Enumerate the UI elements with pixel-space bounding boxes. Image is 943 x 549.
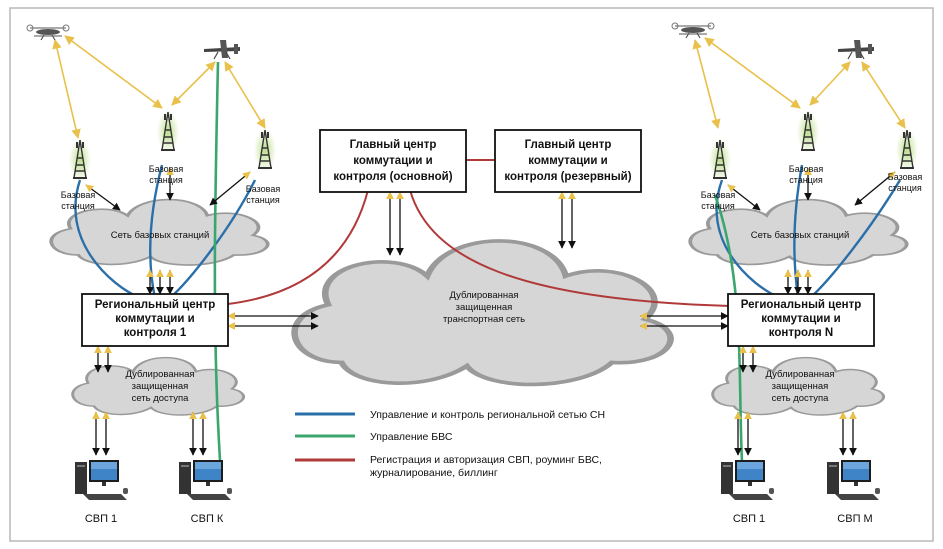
base-station-label-right-2b: станция [789,175,823,185]
tower-icon-left-2 [156,109,180,155]
data-arrows [85,167,896,456]
main-center-primary-line2: коммутации и [353,155,432,167]
regional-right-line3: контроля N [769,327,834,339]
base-station-label-right-1b: станция [701,201,735,211]
drone-radio-links-left [52,35,266,139]
base-network-label-right: Сеть базовых станций [751,230,850,241]
tower-icon-right-3 [895,127,919,173]
base-station-label-left-1: Базовая [61,190,96,200]
access-label-left-2: защищенная [132,381,189,392]
main-center-backup-line2: коммутации и [528,155,607,167]
main-center-backup-line3: контроля (резервный) [504,171,631,183]
legend: Управление и контроль региональной сетью… [295,409,605,479]
regional-left-line1: Региональный центр [95,299,215,311]
tower-icon-right-2 [796,109,820,155]
tower-icon-left-1 [68,137,92,183]
transport-label-2: защищенная [456,302,513,313]
transport-label-3: транспортная сеть [443,314,525,325]
access-label-right-2: защищенная [772,381,829,392]
workstation-label-left-k: СВП К [191,513,224,525]
main-center-backup-line1: Главный центр [525,139,612,151]
main-center-primary-line3: контроля (основной) [333,171,452,183]
access-label-left-3: сеть доступа [132,393,190,404]
access-label-left-1: Дублированная [125,369,194,380]
base-station-label-right-3: Базовая [888,172,923,182]
base-station-label-left-3b: станция [246,195,280,205]
regional-right-line1: Региональный центр [741,299,861,311]
red-registration-links [227,159,731,307]
legend-green-text: Управление БВС [370,431,453,443]
workstation-label-right-m: СВП М [837,513,872,525]
base-station-label-right-1: Базовая [701,190,736,200]
tower-icon-left-3 [253,127,277,173]
tower-icon-right-1 [708,137,732,183]
main-center-primary: Главный центр коммутации и контроля (осн… [319,129,467,193]
base-network-label-left: Сеть базовых станций [111,230,210,241]
access-label-right-1: Дублированная [765,369,834,380]
legend-red-text-2: журналирование, биллинг [370,467,498,479]
regional-center-right: Региональный центр коммутации и контроля… [727,293,875,347]
green-link-left [213,61,222,461]
base-station-label-right-3b: станция [888,183,922,193]
base-station-label-left-3: Базовая [246,184,281,194]
main-center-backup: Главный центр коммутации и контроля (рез… [494,129,642,193]
regional-left-line3: контроля 1 [124,327,187,339]
workstation-label-right-1: СВП 1 [733,513,765,525]
base-station-label-left-2: Базовая [149,164,184,174]
workstation-label-left-1: СВП 1 [85,513,117,525]
regional-center-left: Региональный центр коммутации и контроля… [81,293,229,347]
legend-blue-text: Управление и контроль региональной сетью… [370,409,605,421]
base-station-label-right-2: Базовая [789,164,824,174]
main-center-primary-line1: Главный центр [350,139,437,151]
drone-radio-links-right [692,37,906,129]
base-station-label-left-2b: станция [149,175,183,185]
transport-label-1: Дублированная [449,290,518,301]
regional-right-line2: коммутации и [761,313,840,325]
legend-red-text-1: Регистрация и авторизация СВП, роуминг Б… [370,454,602,466]
regional-left-line2: коммутации и [115,313,194,325]
access-label-right-3: сеть доступа [772,393,830,404]
base-station-label-left-1b: станция [61,201,95,211]
